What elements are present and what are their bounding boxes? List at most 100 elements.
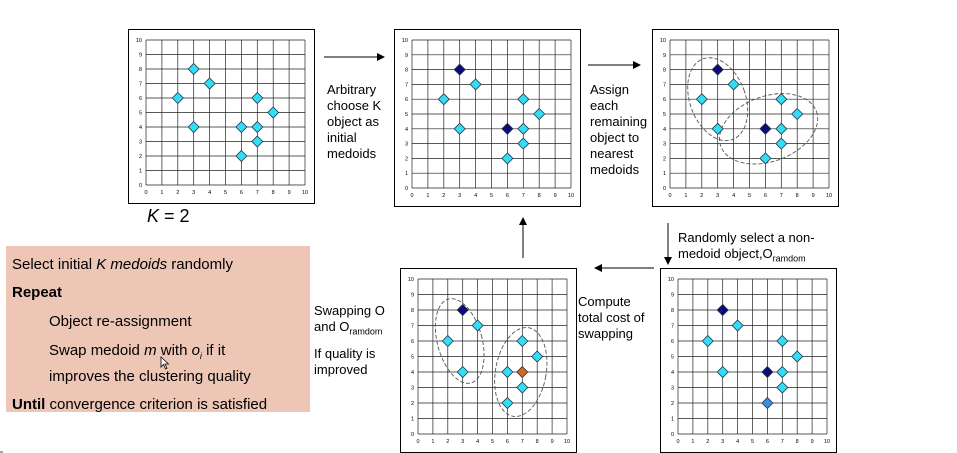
point-object [775, 122, 788, 135]
point-object [701, 334, 714, 348]
point-object [759, 152, 772, 165]
x-tick-label: 4 [208, 190, 211, 196]
point-object [441, 334, 454, 348]
point-object [516, 334, 529, 348]
point-object [533, 107, 546, 121]
point-object [471, 319, 484, 332]
x-tick-label: 1 [691, 439, 694, 445]
point-object [517, 137, 530, 150]
y-tick-label: 3 [411, 386, 414, 392]
x-tick-label: 3 [461, 439, 464, 445]
point-object [251, 135, 264, 148]
x-tick-label: 6 [240, 190, 243, 196]
x-tick-label: 4 [476, 439, 479, 445]
point-medoid [711, 63, 724, 76]
y-tick-label: 7 [139, 82, 142, 88]
point-object [791, 107, 804, 121]
y-tick-label: 8 [405, 68, 408, 74]
plot-frame [400, 268, 577, 453]
point-object [501, 396, 514, 410]
y-tick-label: 4 [663, 127, 666, 133]
point-object [453, 122, 466, 135]
point-object [501, 365, 514, 379]
y-tick-label: 7 [405, 82, 408, 88]
x-tick-label: 7 [781, 439, 784, 445]
y-tick-label: 7 [663, 82, 666, 88]
x-tick-label: 0 [416, 439, 419, 445]
y-tick-label: 7 [411, 324, 414, 330]
caption-compute: Compute total cost of swapping [578, 294, 645, 341]
algo-line-improves: improves the clustering quality [49, 368, 251, 385]
y-tick-label: 3 [663, 142, 666, 148]
point-object [775, 137, 788, 150]
point-medoid [453, 63, 466, 76]
x-tick-label: 5 [491, 439, 494, 445]
y-tick-label: 1 [663, 171, 666, 177]
y-tick-label: 10 [408, 277, 414, 283]
point-object [171, 91, 184, 105]
x-tick-label: 5 [748, 193, 751, 199]
x-tick-label: 2 [446, 439, 449, 445]
x-tick-label: 10 [564, 439, 570, 445]
y-tick-label: 4 [671, 370, 674, 376]
cluster-ellipse [719, 93, 819, 165]
x-tick-label: 8 [538, 193, 541, 199]
y-tick-label: 6 [663, 97, 666, 103]
y-tick-label: 6 [405, 97, 408, 103]
point-object [775, 93, 788, 106]
y-tick-label: 0 [139, 183, 142, 189]
caption-swapping: Swapping O and Oramdom [314, 303, 385, 337]
y-tick-label: 0 [663, 186, 666, 192]
x-tick-label: 4 [732, 193, 735, 199]
point-object [711, 122, 724, 135]
x-tick-label: 3 [716, 193, 719, 199]
x-tick-label: 2 [706, 439, 709, 445]
y-tick-label: 3 [405, 142, 408, 148]
x-tick-label: 7 [780, 193, 783, 199]
x-tick-label: 0 [668, 193, 671, 199]
point-medoid [456, 303, 469, 317]
point-object [531, 350, 544, 363]
y-tick-label: 0 [411, 432, 414, 438]
point-object [776, 365, 789, 379]
x-tick-label: 1 [426, 193, 429, 199]
point-object [727, 78, 740, 91]
y-tick-label: 10 [136, 38, 142, 44]
point-object [187, 62, 200, 76]
y-tick-label: 10 [660, 38, 666, 44]
x-tick-label: 7 [256, 190, 259, 196]
y-tick-label: 2 [411, 401, 414, 407]
plot-frame [660, 268, 837, 453]
y-tick-label: 10 [402, 38, 408, 44]
y-tick-label: 4 [411, 370, 414, 376]
cluster-ellipse [494, 327, 548, 417]
point-object [776, 381, 789, 394]
point-object [187, 120, 200, 134]
y-tick-label: 5 [139, 111, 142, 117]
point-object [437, 93, 450, 106]
x-tick-label: 7 [522, 193, 525, 199]
algorithm-box: Select initial K medoids randomly Repeat… [6, 246, 310, 412]
point-object [267, 106, 280, 119]
point-object [251, 91, 264, 105]
y-tick-label: 9 [671, 293, 674, 299]
cluster-ellipse [687, 57, 749, 142]
x-tick-label: 3 [458, 193, 461, 199]
y-tick-label: 10 [668, 277, 674, 283]
y-tick-label: 8 [139, 67, 142, 73]
y-tick-label: 2 [671, 401, 674, 407]
caption-arbitrary: Arbitrary choose K object as initial med… [327, 82, 382, 161]
point-object [517, 93, 530, 106]
y-tick-label: 5 [663, 112, 666, 118]
point-object [501, 152, 514, 165]
y-tick-label: 3 [671, 386, 674, 392]
x-tick-label: 5 [751, 439, 754, 445]
algo-line-reassign: Object re-assignment [49, 313, 192, 330]
y-tick-label: 1 [411, 417, 414, 423]
x-tick-label: 9 [812, 193, 815, 199]
x-tick-label: 4 [736, 439, 739, 445]
